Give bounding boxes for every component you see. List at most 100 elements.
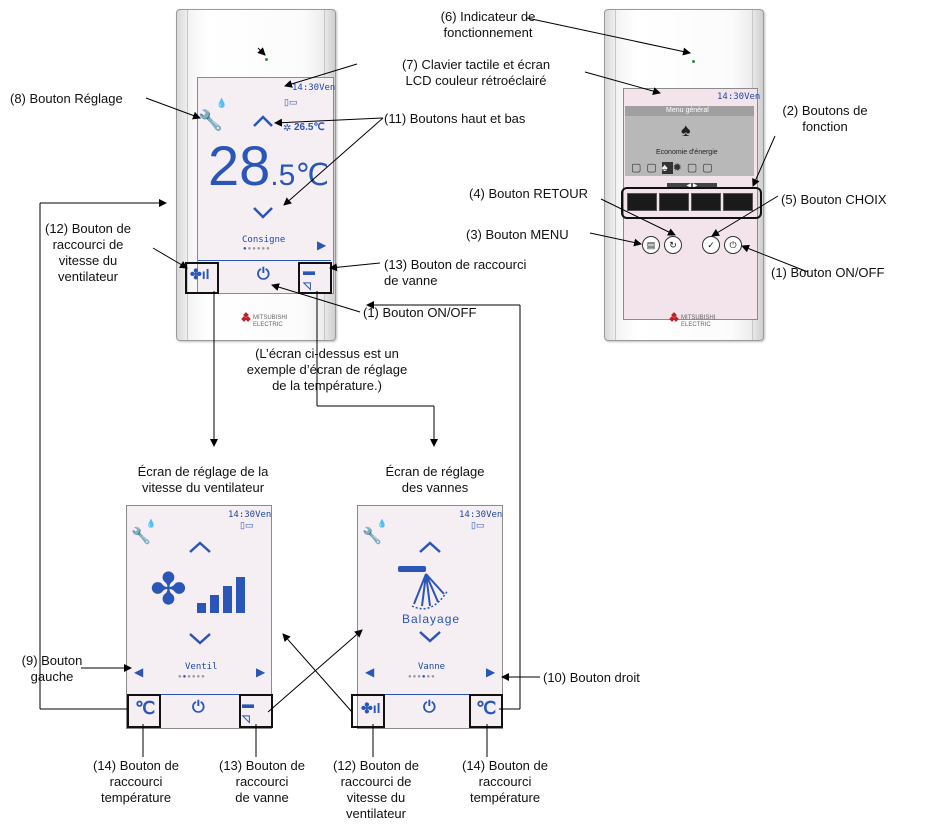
fan-vane-shortcut-icon[interactable]: ▬◹ [242, 697, 254, 725]
menu-brand-line1: MITSUBISHI [681, 315, 716, 322]
vane-right-arrow-icon[interactable]: ▶ [486, 665, 496, 679]
fan-shortcut-icon[interactable]: ✤ıl [190, 266, 210, 282]
drop-icon: 💧 [216, 98, 228, 108]
main-page-dots: ●●●●●● [243, 246, 271, 252]
label-on-off: (1) Bouton ON/OFF [363, 305, 477, 320]
vane-wrench-icon[interactable]: 🔧 [362, 528, 382, 545]
fan-up-arrow-icon[interactable] [188, 540, 212, 554]
fan-page-dots: ●●●●●● [178, 674, 206, 680]
vane-power-icon[interactable]: ⏻ [423, 699, 436, 716]
up-arrow-icon[interactable] [252, 114, 274, 128]
room-temp: 26.5℃ [294, 122, 325, 133]
label-up-down: (11) Boutons haut et bas [384, 111, 526, 126]
fan-temp-shortcut-highlight [127, 694, 161, 728]
vane-left-arrow-icon[interactable]: ◀ [365, 665, 375, 679]
label-return: (4) Bouton RETOUR [469, 186, 588, 201]
vane-drop-icon: 💧 [377, 519, 387, 528]
function-key-2[interactable] [659, 193, 689, 211]
label-setting-button: (8) Bouton Réglage [10, 91, 123, 106]
select-button[interactable]: ✓ [702, 236, 720, 254]
vane-swing-icon [398, 566, 449, 610]
label-menu: (3) Bouton MENU [466, 227, 569, 242]
vane-fan-shortcut-icon[interactable]: ✤ıl [361, 700, 381, 716]
vane-down-arrow-icon[interactable] [418, 630, 442, 644]
fan-divider [127, 694, 269, 695]
function-key-4[interactable] [723, 193, 753, 211]
vane-page-dots: ●●●●●● [408, 674, 436, 680]
fan-shortcut-highlight [185, 262, 219, 294]
vane-up-arrow-icon[interactable] [418, 540, 442, 554]
label-vane-shortcut: (13) Bouton de raccourci de vanne [384, 257, 527, 288]
fan-drop-icon: 💧 [146, 519, 156, 528]
filter-icon: ▯▭ [284, 97, 298, 107]
label-bottom-temp-shortcut-2: (14) Bouton de raccourci température [461, 758, 548, 805]
set-temperature: 28.5℃ [208, 136, 329, 196]
fan-bars-icon [197, 577, 245, 613]
temp-integer: 28 [208, 134, 271, 197]
main-right-arrow-icon[interactable]: ▶ [317, 238, 327, 252]
label-vane-screen: Écran de réglage des vannes [385, 464, 485, 495]
menu-title-bar [625, 106, 754, 116]
label-function-buttons: (2) Boutons de fonction [782, 103, 868, 134]
menu-item: Economie d'énergie [656, 149, 718, 156]
operation-indicator [265, 58, 268, 61]
vane-temp-shortcut-icon[interactable]: ℃ [476, 698, 497, 718]
function-key-3[interactable] [691, 193, 721, 211]
leaf-icon: ♠ [681, 120, 691, 140]
fan-wrench-icon[interactable]: 🔧 [131, 528, 151, 545]
label-touch-screen: (7) Clavier tactile et écran LCD couleur… [401, 57, 551, 88]
vane-time: 14:30Ven [459, 510, 503, 520]
temp-shortcut-icon[interactable]: ℃ [135, 698, 156, 718]
temp-decimal: .5℃ [270, 159, 330, 192]
label-bottom-temp-shortcut-1: (14) Bouton de raccourci température [92, 758, 179, 805]
brand-line1: MITSUBISHI [253, 315, 288, 322]
label-indicator: (6) Indicateur de fonctionnement [440, 9, 536, 40]
menu-nav-bar: ◀ ▶ [667, 183, 717, 189]
vane-shortcut-highlight [298, 262, 332, 294]
fan-filter-icon: ▯▭ [240, 520, 254, 530]
return-button[interactable]: ↻ [664, 236, 682, 254]
power-icon[interactable]: ⏻ [257, 266, 270, 283]
vane-swing-label: Balayage [402, 612, 461, 626]
vane-filter-icon: ▯▭ [471, 520, 485, 530]
main-lcd [197, 77, 334, 294]
fan-time: 14:30Ven [228, 510, 272, 520]
brand-line2: ELECTRIC [253, 322, 283, 328]
function-key-1[interactable] [627, 193, 657, 211]
label-bottom-vane-shortcut: (13) Bouton de raccourci de vanne [218, 758, 305, 805]
menu-button[interactable]: ▤ [642, 236, 660, 254]
menu-title: Menu général [666, 107, 709, 114]
label-choice: (5) Bouton CHOIX [781, 192, 887, 207]
fan-right-arrow-icon[interactable]: ▶ [256, 665, 266, 679]
vane-fan-shortcut-highlight [351, 694, 385, 728]
main-time: 14:30Ven [292, 83, 336, 93]
vane-divider [358, 694, 500, 695]
label-on-off-right: (1) Bouton ON/OFF [771, 265, 885, 280]
vane-temp-shortcut-highlight [469, 694, 503, 728]
vane-mode-label: Vanne [418, 662, 446, 672]
down-arrow-icon[interactable] [252, 206, 274, 220]
menu-panel [625, 116, 754, 176]
fan-power-icon[interactable]: ⏻ [192, 699, 205, 716]
vane-shortcut-icon[interactable]: ▬◹ [303, 264, 315, 292]
fan-down-arrow-icon[interactable] [188, 632, 212, 646]
menu-power-button[interactable]: ⏻ [724, 236, 742, 254]
fan-speed-icon: ✤ [150, 565, 187, 614]
snowflake-icon: ✲ [283, 123, 292, 134]
main-mode-label: Consigne [242, 235, 286, 245]
label-fan-screen: Écran de réglage de la vitesse du ventil… [137, 464, 269, 495]
wrench-icon[interactable]: 🔧 [198, 110, 223, 132]
main-divider [198, 260, 331, 261]
label-bottom-fan-shortcut: (12) Bouton de raccourci de vitesse du v… [332, 758, 419, 821]
fan-left-arrow-icon[interactable]: ◀ [134, 665, 144, 679]
label-left-button: (9) Bouton gauche [21, 653, 83, 684]
label-example-note: (L’écran ci-dessus est un exemple d’écra… [246, 346, 408, 393]
label-right-button: (10) Bouton droit [543, 670, 640, 685]
menu-time: 14:30Ven [717, 92, 761, 102]
menu-operation-indicator [692, 60, 695, 63]
menu-brand-line2: ELECTRIC [681, 322, 711, 328]
label-fan-shortcut: (12) Bouton de raccourci de vitesse du v… [44, 221, 131, 284]
